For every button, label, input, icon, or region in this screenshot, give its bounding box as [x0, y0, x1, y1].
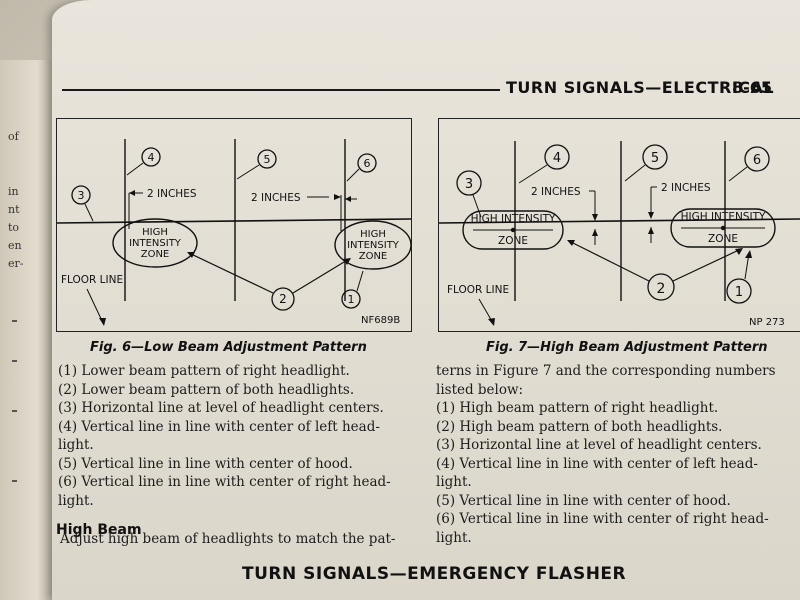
fig6-callout-3: 3	[78, 189, 85, 202]
fig7-callout-1: 1	[735, 285, 743, 300]
figure-6-caption: Fig. 6—Low Beam Adjustment Pattern	[90, 340, 367, 355]
left-list-item: (2) Lower beam pattern of both headlight…	[58, 381, 355, 398]
fig7-floor-line: FLOOR LINE	[447, 284, 509, 296]
fig7-callout-3: 3	[465, 177, 473, 192]
fig6-zone-left-line1: HIGH	[142, 227, 168, 238]
fig6-zone-right-line2: INTENSITY	[347, 240, 400, 251]
left-page-fragment: en	[8, 239, 22, 252]
left-page-mark	[12, 480, 17, 482]
left-list-item: (3) Horizontal line at level of headligh…	[58, 400, 384, 416]
figure-6-drawing: HIGH INTENSITY ZONE HIGH INTENSITY ZONE …	[57, 139, 411, 326]
figure-6: HIGH INTENSITY ZONE HIGH INTENSITY ZONE …	[56, 118, 412, 332]
fig7-dim-left: 2 INCHES	[531, 186, 581, 198]
figure-7-caption: Fig. 7—High Beam Adjustment Pattern	[486, 340, 768, 355]
fig6-zone-left-line3: ZONE	[141, 249, 170, 260]
fig7-code: NP 273	[749, 317, 785, 328]
fig6-callout-4: 4	[148, 151, 155, 164]
left-page-edge: of in nt to en er-	[0, 60, 52, 600]
paragraph-line: Adjust high beam of headlights to match …	[60, 531, 396, 547]
figure-7-drawing: HIGH INTENSITY ZONE HIGH INTENSITY ZONE …	[439, 141, 800, 328]
fig6-callout-6: 6	[364, 157, 371, 170]
high-beam-paragraph: Adjust high beam of headlights to match …	[60, 530, 410, 549]
left-page-fragment: nt	[8, 203, 20, 216]
fig6-code: NF689B	[361, 315, 400, 326]
left-list-item: (4) Vertical line in line with center of…	[58, 418, 380, 435]
high-beam-heading: High Beam	[56, 522, 142, 538]
fig6-dim-right: 2 INCHES	[251, 192, 301, 204]
manual-page: TURN SIGNALS—ELECTRICAL 8-65 HIGH INTENS…	[52, 0, 800, 600]
fig6-callout-5: 5	[264, 153, 271, 166]
fig7-callout-6: 6	[753, 153, 761, 168]
right-list-item: light.	[436, 529, 472, 546]
left-list-item: (6) Vertical line in line with center of…	[58, 474, 391, 490]
left-page-fragment: to	[8, 221, 20, 234]
fig7-callout-2: 2	[657, 281, 666, 297]
left-list-item: (1) Lower beam pattern of right headligh…	[58, 363, 350, 379]
left-page-fragment: in	[8, 185, 19, 198]
right-intro-line: listed below:	[436, 381, 524, 398]
fig6-dim-left: 2 INCHES	[147, 188, 197, 200]
fig7-callout-5: 5	[651, 151, 659, 166]
fig6-zone-right-line1: HIGH	[360, 229, 386, 240]
fig6-zone-left-line2: INTENSITY	[129, 238, 182, 249]
header-title: TURN SIGNALS—ELECTRICAL	[500, 78, 775, 97]
fig7-zone-left-top: HIGH INTENSITY	[471, 213, 556, 225]
right-column: terns in Figure 7 and the corresponding …	[436, 362, 798, 547]
section-heading: TURN SIGNALS—EMERGENCY FLASHER	[242, 564, 627, 584]
left-page-fragment: of	[8, 130, 19, 143]
right-list-item: (3) Horizontal line at level of headligh…	[436, 437, 762, 453]
fig6-floor-line: FLOOR LINE	[61, 274, 123, 286]
left-list-item: light.	[58, 492, 94, 509]
right-list-item: light.	[436, 474, 472, 490]
fig7-zone-right-bottom: ZONE	[708, 233, 738, 245]
right-list-item: (1) High beam pattern of right headlight…	[436, 400, 719, 416]
left-page-fragment: er-	[8, 257, 24, 270]
fig6-callout-1: 1	[348, 293, 355, 306]
figure-7: HIGH INTENSITY ZONE HIGH INTENSITY ZONE …	[438, 118, 800, 332]
header-page-number: 8-65	[732, 78, 773, 97]
left-page-mark	[12, 320, 17, 322]
fig7-zone-left-bottom: ZONE	[498, 235, 528, 247]
right-list-item: (2) High beam pattern of both headlights…	[436, 418, 723, 435]
left-page-mark	[12, 360, 17, 362]
left-column: (1) Lower beam pattern of right headligh…	[58, 362, 408, 510]
header-rule	[62, 89, 582, 91]
fig6-zone-right-line3: ZONE	[359, 251, 388, 262]
fig7-callout-4: 4	[553, 151, 561, 166]
left-list-item: light.	[58, 437, 94, 453]
right-list-item: (6) Vertical line in line with center of…	[436, 511, 769, 527]
left-list-item: (5) Vertical line in line with center of…	[58, 455, 353, 472]
fig7-zone-right-top: HIGH INTENSITY	[681, 211, 766, 223]
right-list-item: (5) Vertical line in line with center of…	[436, 492, 731, 509]
left-page-mark	[12, 410, 17, 412]
right-intro-line: terns in Figure 7 and the corresponding …	[436, 363, 776, 379]
right-list-item: (4) Vertical line in line with center of…	[436, 455, 758, 472]
fig7-dim-right: 2 INCHES	[661, 182, 711, 194]
fig6-callout-2: 2	[279, 292, 287, 306]
